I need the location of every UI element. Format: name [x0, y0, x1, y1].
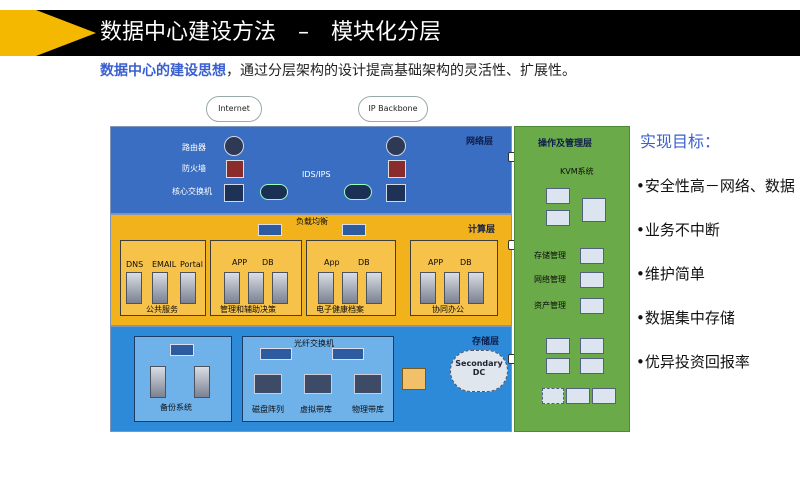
ids-ips-label: IDS/IPS — [302, 170, 331, 179]
group-item: DNS — [126, 260, 144, 269]
page-subtitle: 数据中心的建设思想，通过分层架构的设计提高基础架构的灵活性、扩展性。 — [100, 60, 576, 80]
ids-device-icon — [260, 184, 288, 200]
virtual-tape-icon — [304, 374, 332, 394]
server-icon — [468, 272, 484, 304]
ops-item-label: 存储管理 — [534, 251, 566, 260]
group-item: APP — [428, 258, 444, 267]
core-switch-icon — [386, 184, 406, 202]
physical-tape-icon — [354, 374, 382, 394]
load-balancer-icon — [342, 224, 366, 236]
storage-item-label: 物理带库 — [352, 405, 384, 414]
title-bar — [0, 10, 800, 56]
server-icon — [420, 272, 436, 304]
ops-management-layer — [514, 126, 630, 432]
goals-panel: 实现目标： •安全性高－网络、数据 •业务不中断 •维护简单 •数据集中存储 •… — [636, 128, 796, 394]
group-item: DB — [460, 258, 472, 267]
fc-switch-icon — [332, 348, 364, 360]
goal-item: •维护简单 — [636, 265, 705, 283]
router-label: 路由器 — [182, 143, 206, 152]
group-name: 公共服务 — [146, 305, 178, 314]
group-item: DB — [358, 258, 370, 267]
key-icon — [402, 368, 426, 390]
architecture-diagram: Internet IP Backbone 网络层 路由器 防火墙 核心交换机 I… — [110, 92, 630, 432]
load-balancer-label: 负载均衡 — [296, 217, 328, 226]
ops-device-icon — [542, 388, 564, 404]
server-icon — [224, 272, 240, 304]
kvm-console-icon — [582, 198, 606, 222]
ops-item-label: 资产管理 — [534, 301, 566, 310]
core-switch-icon — [224, 184, 244, 202]
fc-switch-label: 光纤交换机 — [294, 339, 334, 348]
ops-device-icon — [592, 388, 616, 404]
group-item: APP — [232, 258, 248, 267]
router-icon — [386, 136, 406, 156]
asset-mgmt-icon — [580, 298, 604, 314]
compute-layer-tag: 计算层 — [468, 225, 496, 235]
server-icon — [180, 272, 196, 304]
ids-device-icon — [344, 184, 372, 200]
goal-item: •优异投资回报率 — [636, 353, 750, 371]
ops-device-icon — [546, 358, 570, 374]
ops-device-icon — [546, 338, 570, 354]
server-icon — [366, 272, 382, 304]
page-title: 数据中心建设方法 – 模块化分层 — [100, 20, 442, 45]
load-balancer-icon — [258, 224, 282, 236]
goal-item: •业务不中断 — [636, 221, 720, 239]
kvm-device-icon — [546, 210, 570, 226]
server-icon — [248, 272, 264, 304]
group-item: Portal — [180, 260, 203, 269]
network-mgmt-icon — [580, 272, 604, 288]
group-name: 协同办公 — [432, 305, 464, 314]
kvm-device-icon — [546, 188, 570, 204]
storage-item-label: 磁盘阵列 — [252, 405, 284, 414]
network-layer-tag: 网络层 — [466, 137, 494, 147]
storage-mgmt-icon — [580, 248, 604, 264]
fc-switch-icon — [260, 348, 292, 360]
subtitle-highlight: 数据中心的建设思想 — [100, 63, 226, 79]
kvm-label: KVM系统 — [560, 167, 594, 176]
cloud-ip-backbone: IP Backbone — [358, 96, 428, 122]
goal-item: •数据集中存储 — [636, 309, 735, 327]
server-icon — [318, 272, 334, 304]
goal-item: •安全性高－网络、数据 — [636, 177, 795, 195]
title-accent-arrow — [36, 10, 96, 56]
cloud-internet: Internet — [206, 96, 262, 122]
firewall-label: 防火墙 — [182, 164, 206, 173]
group-item: EMAIL — [152, 260, 177, 269]
storage-switch-icon — [170, 344, 194, 356]
ops-layer-tag: 操作及管理层 — [538, 139, 593, 149]
secondary-dc-label: Secondary DC — [455, 359, 503, 377]
server-icon — [272, 272, 288, 304]
secondary-dc: Secondary DC — [450, 350, 508, 392]
backup-server-icon — [150, 366, 166, 398]
group-item: DB — [262, 258, 274, 267]
storage-layer-tag: 存储层 — [472, 337, 500, 347]
disk-array-icon — [254, 374, 282, 394]
ops-item-label: 网络管理 — [534, 275, 566, 284]
backup-system-label: 备份系统 — [160, 403, 192, 412]
backup-server-icon — [194, 366, 210, 398]
router-icon — [224, 136, 244, 156]
server-icon — [152, 272, 168, 304]
server-icon — [342, 272, 358, 304]
firewall-icon — [226, 160, 244, 178]
storage-item-label: 虚拟带库 — [300, 405, 332, 414]
network-layer — [110, 126, 512, 214]
group-name: 管理和辅助决策 — [220, 305, 276, 314]
group-item: App — [324, 258, 340, 267]
subtitle-text: ，通过分层架构的设计提高基础架构的灵活性、扩展性。 — [226, 63, 576, 79]
server-icon — [444, 272, 460, 304]
firewall-icon — [388, 160, 406, 178]
server-icon — [126, 272, 142, 304]
group-name: 电子健康档案 — [316, 305, 364, 314]
ops-device-icon — [580, 338, 604, 354]
ops-device-icon — [580, 358, 604, 374]
ops-device-icon — [566, 388, 590, 404]
core-switch-label: 核心交换机 — [172, 187, 212, 196]
title-accent — [0, 10, 36, 56]
goals-title: 实现目标： — [640, 132, 721, 151]
